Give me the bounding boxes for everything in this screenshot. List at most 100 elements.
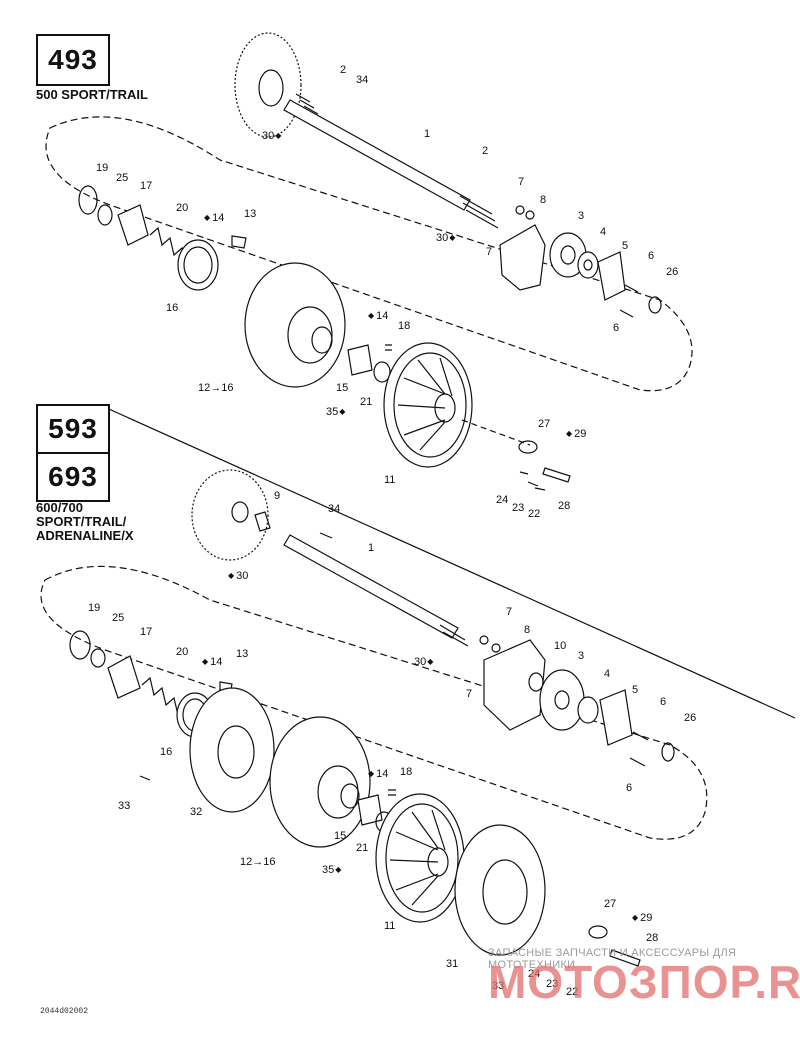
fixed-sheave-top — [234, 32, 302, 138]
callout-18: 18 — [400, 766, 413, 778]
callout-16: 16 — [166, 302, 179, 314]
callout-6: 6 — [613, 322, 620, 334]
callout-17: 17 — [140, 626, 153, 638]
callout-5: 5 — [622, 240, 629, 252]
washer-27-bottom — [588, 925, 608, 939]
callout-22: 22 — [528, 508, 541, 520]
callout-8: 8 — [524, 624, 531, 636]
callout-6: 6 — [626, 782, 633, 794]
bearing-cover-bottom — [539, 669, 585, 731]
callout-22: 22 — [566, 986, 579, 998]
callout-13: 13 — [244, 208, 257, 220]
callout-25: 25 — [112, 612, 125, 624]
movable-sheave-hub-top — [287, 306, 333, 364]
callout-7: 7 — [466, 688, 473, 700]
model-box-493: 493 — [36, 34, 110, 86]
model-label-bottom: 600/700 SPORT/TRAIL/ ADRENALINE/X — [36, 501, 134, 543]
washer-27-top — [518, 440, 538, 454]
callout-23: 23 — [512, 502, 525, 514]
shaft-bottom — [283, 534, 459, 639]
callout-25: 25 — [116, 172, 129, 184]
callout-11: 11 — [384, 920, 396, 932]
callout-26: 26 — [684, 712, 697, 724]
key-34-bottom — [319, 532, 333, 539]
pin-18-bottom — [388, 789, 396, 796]
callout-1: 1 — [424, 128, 431, 140]
cap-17-bottom — [107, 655, 141, 699]
callout-17: 17 — [140, 180, 153, 192]
callout-12-16: 12→16 — [240, 856, 276, 868]
washer-25-bottom — [90, 648, 106, 668]
callout-30: 30 — [414, 656, 433, 668]
callout-6: 6 — [660, 696, 667, 708]
callout-14: 14 — [368, 768, 388, 780]
callout-5: 5 — [632, 684, 639, 696]
bracket-bottom — [483, 639, 546, 731]
callout-1: 1 — [368, 542, 375, 554]
callout-9: 9 — [274, 490, 281, 502]
callout-34: 34 — [328, 503, 341, 515]
fan-blades-bottom — [389, 809, 446, 906]
callout-21: 21 — [356, 842, 369, 854]
callout-23: 23 — [546, 978, 559, 990]
fixed-sheave-bottom — [191, 469, 269, 561]
callout-3: 3 — [578, 210, 585, 222]
callout-30: 30 — [228, 570, 248, 582]
fan-11-top — [383, 342, 473, 468]
shaft-spline-end-top — [459, 195, 499, 229]
bearing-4-bottom — [577, 696, 599, 724]
bolts-6-top — [619, 284, 639, 318]
circlip-19-top — [78, 185, 98, 215]
model-line: SPORT/TRAIL/ — [36, 514, 127, 529]
callout-15: 15 — [334, 830, 347, 842]
callout-30: 30 — [436, 232, 455, 244]
cover-plate-31 — [454, 824, 546, 956]
cap-17-top — [117, 204, 149, 246]
callout-13: 13 — [236, 648, 249, 660]
sheave-hub-top — [258, 69, 284, 107]
model-box-693: 693 — [36, 452, 110, 502]
callout-24: 24 — [528, 968, 541, 980]
drawing-code: 2044d02002 — [40, 1007, 89, 1016]
model-label-top: 500 SPORT/TRAIL — [36, 88, 148, 102]
bushing-9-bottom — [254, 511, 271, 532]
callout-35: 35 — [322, 864, 341, 876]
ring-26-top — [648, 296, 662, 314]
bolt-28-bottom — [609, 949, 641, 967]
circlip-19-bottom — [69, 630, 91, 660]
model-line: 500 SPORT/TRAIL — [36, 87, 148, 102]
callout-20: 20 — [176, 646, 189, 658]
callout-8: 8 — [540, 194, 547, 206]
callout-14: 14 — [368, 310, 388, 322]
callout-21: 21 — [360, 396, 373, 408]
washer-25-top — [97, 204, 113, 226]
axis-line-top — [461, 419, 531, 446]
callout-2: 2 — [340, 64, 347, 76]
belt-outline-top — [45, 116, 693, 392]
bearing-4-top — [577, 251, 599, 279]
callout-29: 29 — [566, 428, 586, 440]
callout-10: 10 — [554, 640, 567, 652]
movable-sheave-top — [244, 262, 346, 388]
callout-28: 28 — [558, 500, 571, 512]
belt-outline-bottom — [40, 565, 708, 840]
shaft-spline-top — [295, 93, 319, 115]
bolt-7-bottom — [479, 635, 489, 645]
model-box-593: 593 — [36, 404, 110, 454]
bearing-cover-hole-top — [560, 245, 576, 265]
callout-19: 19 — [88, 602, 101, 614]
callout-26: 26 — [666, 266, 679, 278]
bolts-6-bottom — [629, 731, 649, 767]
bolt-28-top — [542, 467, 571, 483]
callout-33: 33 — [492, 980, 505, 992]
bushing-15-bottom — [357, 794, 383, 826]
bushing-15-top — [347, 344, 373, 376]
ring-26-bottom — [661, 742, 675, 762]
callout-15: 15 — [336, 382, 349, 394]
callout-7: 7 — [506, 606, 513, 618]
shaft-spline-end-bottom — [439, 624, 469, 647]
callout-29: 29 — [632, 912, 652, 924]
model-line: 600/700 — [36, 500, 83, 515]
model-line: ADRENALINE/X — [36, 528, 134, 543]
